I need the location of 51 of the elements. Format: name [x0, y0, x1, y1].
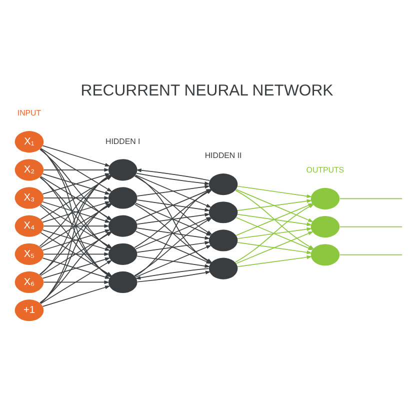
node-ellipse: X₃: [14, 187, 44, 209]
arrow: [43, 168, 110, 172]
node-circle: [310, 188, 340, 210]
arrow: [43, 224, 110, 228]
arrow: [237, 199, 312, 211]
arrow: [43, 196, 110, 200]
node-circle: [108, 159, 138, 181]
node-ellipse: +1: [14, 300, 44, 322]
arrow: [136, 256, 210, 268]
node-circle: [310, 216, 340, 238]
label: HIDDEN II: [204, 151, 242, 160]
node-circle: [208, 174, 238, 196]
node-ellipse: X₄: [14, 215, 44, 237]
arrow: [136, 228, 210, 240]
node-circle: [108, 215, 138, 237]
arrow: [237, 242, 312, 254]
connector: [339, 198, 403, 200]
node-circle: [208, 202, 238, 224]
arrow: [43, 280, 110, 284]
label: HIDDEN I: [105, 136, 140, 146]
arrow: [237, 186, 312, 198]
node-ellipse: X₂: [14, 159, 44, 181]
node-circle: [108, 187, 138, 209]
arrow: [136, 168, 210, 181]
arrow: [237, 255, 312, 268]
arrow: [136, 270, 211, 282]
connector: [339, 254, 403, 256]
node-circle: [108, 271, 138, 294]
arrow: [42, 201, 110, 223]
arrow: [136, 200, 210, 212]
arrow: [136, 172, 210, 186]
label: OUTPUTS: [306, 166, 344, 175]
arrow: [136, 184, 210, 197]
node-circle: [310, 244, 340, 266]
node-ellipse: X₁: [14, 131, 44, 153]
node-circle: [108, 243, 138, 265]
arrow: [135, 268, 210, 280]
arrow: [42, 286, 110, 307]
node-circle: [208, 258, 238, 280]
connector: [339, 226, 403, 228]
arrow: [237, 227, 312, 240]
node-ellipse: X₆: [14, 271, 44, 294]
arrow: [237, 214, 312, 226]
arrow: [136, 212, 210, 225]
arrow: [43, 252, 110, 256]
arrow: [136, 241, 210, 253]
diagram-title: RECURRENT NEURAL NETWORK: [80, 82, 334, 100]
node-circle: [208, 230, 238, 252]
node-ellipse: X₅: [14, 243, 44, 265]
arrow: [42, 145, 110, 167]
label: INPUT: [17, 108, 42, 118]
